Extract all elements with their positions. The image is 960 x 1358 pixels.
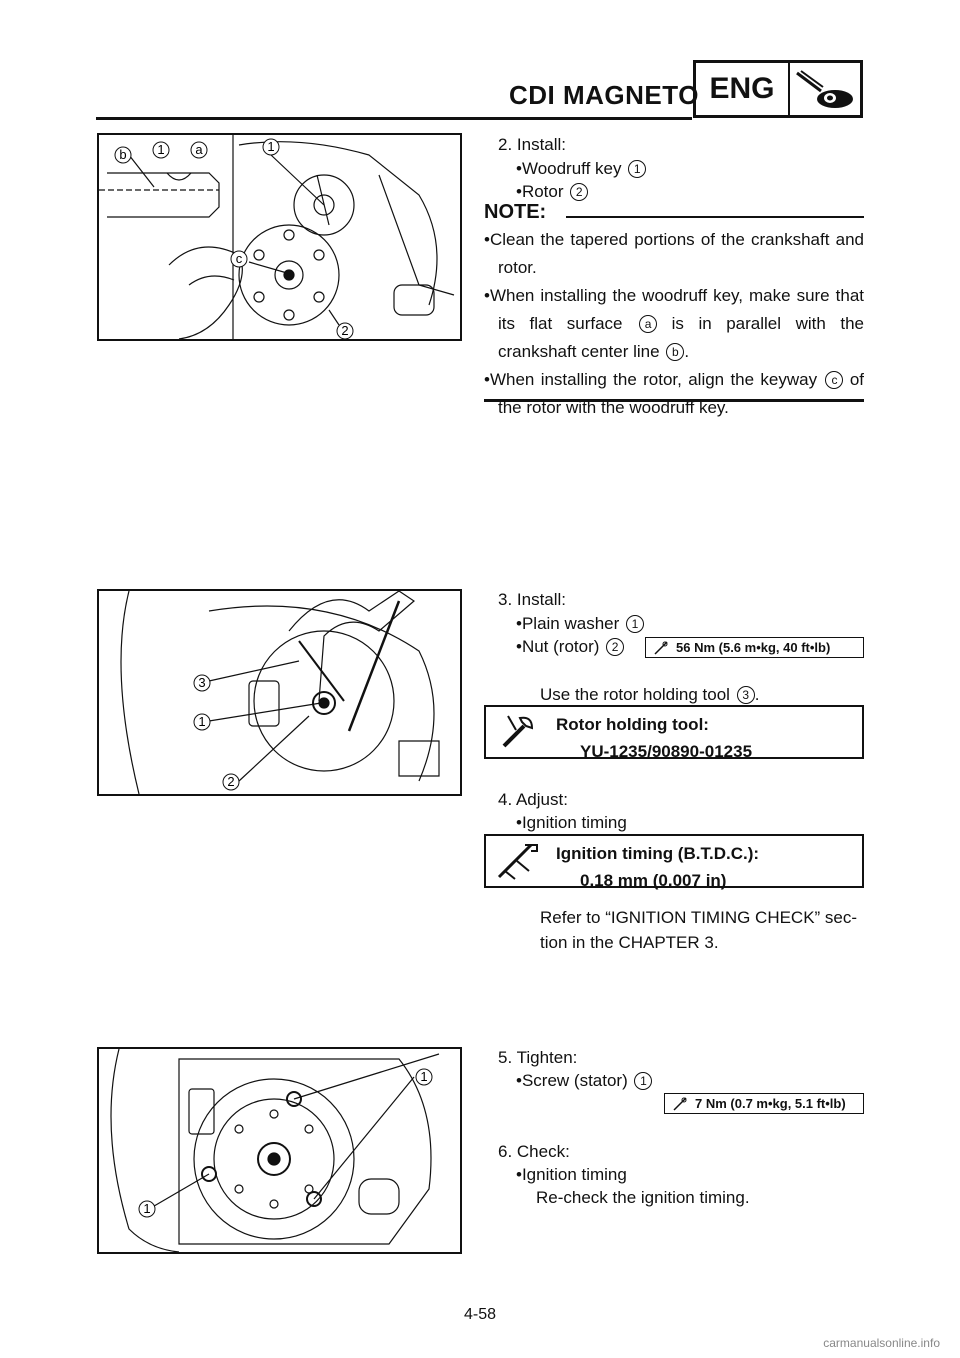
- fig3-callout-1a: 1: [420, 1069, 427, 1084]
- engine-tool-icon: [790, 63, 860, 115]
- torque-value-nut: 56 Nm (5.6 m•kg, 40 ft•lb): [676, 640, 831, 655]
- caliper-icon: [486, 836, 550, 886]
- step6-item: •Ignition timing: [516, 1165, 627, 1184]
- fig1-callout-2: 2: [341, 323, 348, 338]
- fig2-callout-1: 1: [198, 714, 205, 729]
- ref-a-marker: a: [639, 315, 658, 333]
- fig1-callout-1a: 1: [157, 142, 164, 157]
- note-end-rule: [484, 399, 864, 402]
- note-heading: NOTE:: [484, 201, 547, 223]
- note-bullet-3-part2: of the rotor with the woodruff key.: [498, 370, 864, 417]
- fig2-callout-3: 3: [198, 675, 205, 690]
- step2-item-rotor: •Rotor 2: [516, 178, 589, 206]
- ref-1-marker: 1: [626, 615, 645, 633]
- ignition-spec-box: Ignition timing (B.T.D.C.): 0.18 mm (0.0…: [484, 834, 864, 890]
- step3-title: 3. Install:: [498, 590, 567, 609]
- note-bullet-2-part2: is in parallel with the crankshaft cente…: [498, 314, 864, 361]
- step2-item1-text: •Woodruff key: [516, 159, 622, 178]
- figure-rotor-holding-tool: 3 1 2: [97, 589, 462, 796]
- step5-item-text: •Screw (stator): [516, 1071, 628, 1090]
- note-bullet-2-part1: •When installing the woodruff key, make …: [484, 286, 864, 333]
- tool-part-number: YU-1235/90890-01235: [580, 742, 753, 761]
- note-bullet-1: •Clean the tapered portions of the crank…: [484, 230, 864, 277]
- torque-wrench-icon: [646, 640, 676, 655]
- step5-title: 5. Tighten:: [498, 1048, 578, 1067]
- step6-subtext: Re-check the ignition timing.: [536, 1188, 750, 1207]
- ref-1-marker: 1: [634, 1072, 653, 1090]
- step4-item: •Ignition timing: [516, 813, 627, 832]
- ref-3-marker: 3: [736, 686, 755, 704]
- note-bullet-3-part1: •When installing the rotor, align the ke…: [484, 370, 818, 389]
- step3-item1-text: •Plain washer: [516, 614, 620, 633]
- note-bullets: •Clean the tapered portions of the crank…: [484, 226, 864, 422]
- chapter-badge: ENG: [693, 60, 863, 118]
- special-tool-box: Rotor holding tool: YU-1235/90890-01235: [484, 705, 864, 761]
- step4-refer-line1: Refer to “IGNITION TIMING CHECK” sec-: [540, 908, 858, 927]
- step4-title: 4. Adjust:: [498, 790, 568, 809]
- step3-item2-text: •Nut (rotor): [516, 637, 600, 656]
- torque-wrench-icon: [665, 1096, 695, 1111]
- step3-use-tool: Use the rotor holding tool 3.: [540, 685, 760, 704]
- special-tool-icon: [486, 707, 550, 757]
- fig1-callout-a: a: [195, 142, 203, 157]
- torque-spec-nut: 56 Nm (5.6 m•kg, 40 ft•lb): [645, 637, 864, 658]
- fig1-callout-b: b: [119, 147, 126, 162]
- note-bullet-2: •When installing the woodruff key, make …: [484, 286, 864, 361]
- fig3-callout-1b: 1: [143, 1201, 150, 1216]
- torque-spec-screw: 7 Nm (0.7 m•kg, 5.1 ft•lb): [664, 1093, 864, 1114]
- watermark: carmanualsonline.info: [823, 1336, 940, 1350]
- figure-woodruff-key-rotor: b 1 a 1 c 2: [97, 133, 462, 341]
- ref-c-marker: c: [825, 371, 844, 389]
- ignition-spec-value: 0.18 mm (0.007 in): [580, 871, 727, 890]
- ref-2-marker: 2: [606, 638, 625, 656]
- figure-stator-screws: 1 1: [97, 1047, 462, 1254]
- step3-item-nut: •Nut (rotor) 2: [516, 633, 625, 661]
- fig2-callout-2: 2: [227, 774, 234, 789]
- ref-1-marker: 1: [628, 160, 647, 178]
- step2-item2-text: •Rotor: [516, 182, 564, 201]
- ref-b-marker: b: [666, 343, 685, 361]
- ignition-spec-label: Ignition timing (B.T.D.C.):: [556, 844, 760, 863]
- step3-item-washer: •Plain washer 1: [516, 610, 645, 638]
- header-rule: [96, 117, 692, 120]
- ref-2-marker: 2: [570, 183, 589, 201]
- tool-label: Rotor holding tool:: [556, 715, 709, 734]
- step2-title: 2. Install:: [498, 135, 567, 154]
- note-bullet-3: •When installing the rotor, align the ke…: [484, 366, 864, 422]
- fig1-callout-c: c: [236, 251, 243, 266]
- step4-refer-line2: tion in the CHAPTER 3.: [540, 933, 719, 952]
- note-rule: [566, 216, 864, 218]
- step6-title: 6. Check:: [498, 1142, 570, 1161]
- section-title: CDI MAGNETO: [509, 80, 699, 110]
- step5-item-screw: •Screw (stator) 1: [516, 1067, 653, 1095]
- chapter-badge-label: ENG: [696, 63, 790, 115]
- step3-use-text: Use the rotor holding tool: [540, 685, 730, 704]
- page-number: 4-58: [463, 1306, 497, 1323]
- torque-value-screw: 7 Nm (0.7 m•kg, 5.1 ft•lb): [695, 1096, 846, 1111]
- fig1-callout-1b: 1: [267, 139, 274, 154]
- step2-item-woodruff: •Woodruff key 1: [516, 155, 647, 183]
